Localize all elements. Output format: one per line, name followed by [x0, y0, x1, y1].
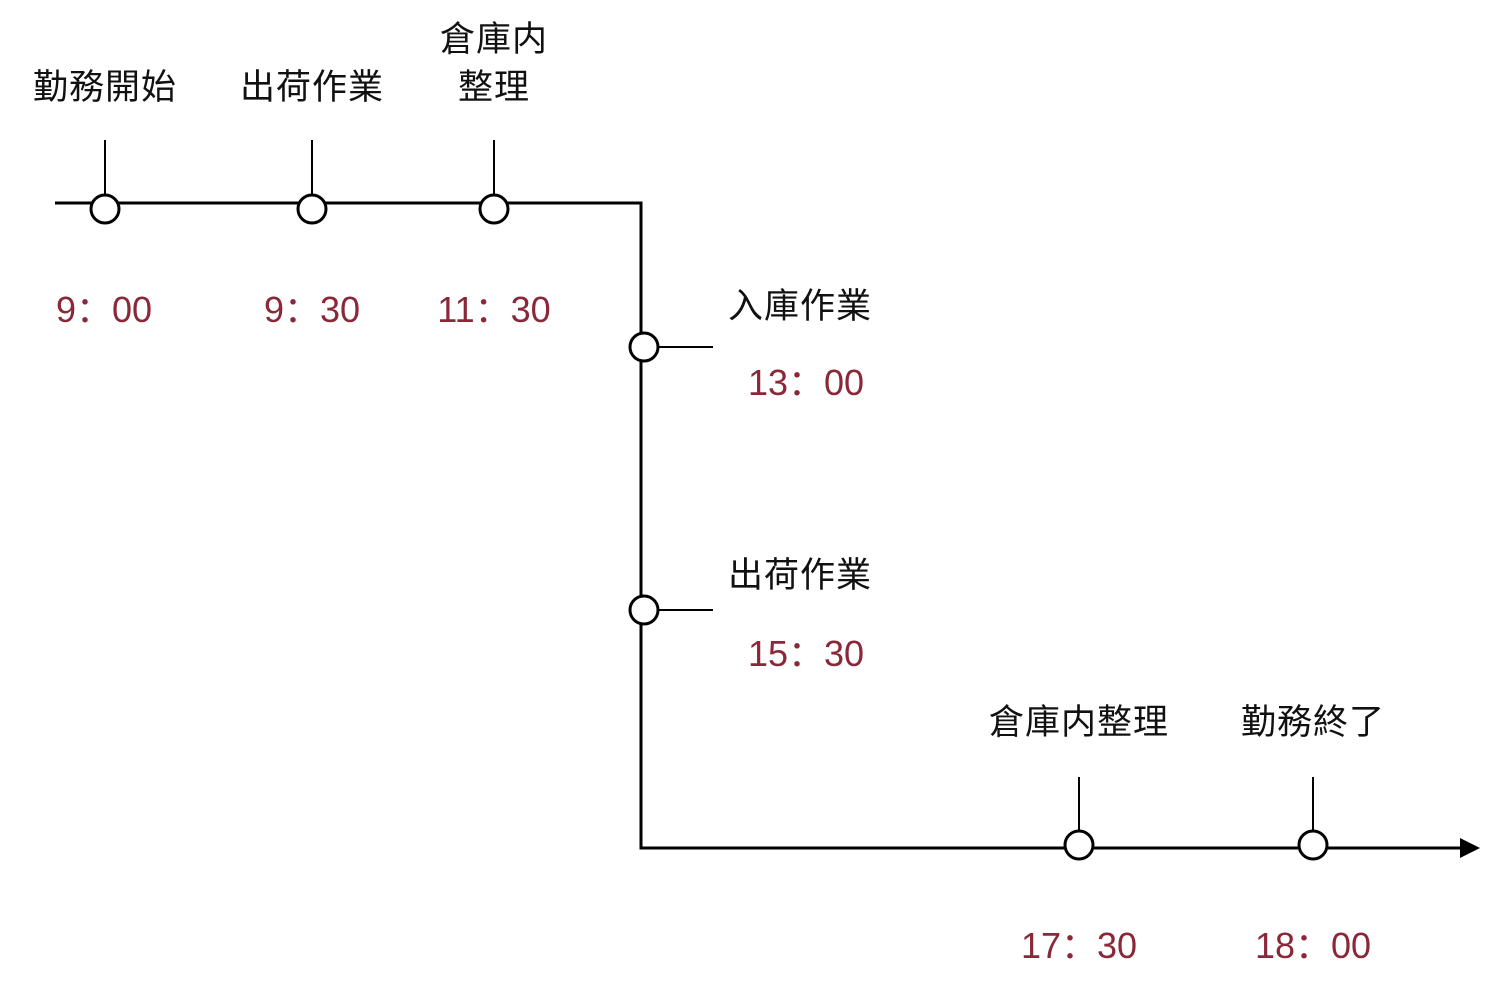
event-time: 13：00: [747, 362, 865, 403]
event-marker: [296, 193, 328, 225]
event-label: 勤務終了: [1240, 703, 1386, 743]
event-label: 倉庫内整理: [988, 703, 1170, 743]
event-marker: [89, 193, 121, 225]
event-label: 出荷作業: [239, 68, 385, 108]
event-marker: [1297, 829, 1329, 861]
event-time: 18：00: [1254, 925, 1372, 966]
event-time: 17：30: [1020, 925, 1138, 966]
event-marker: [478, 193, 510, 225]
arrow-head-icon: [1460, 838, 1480, 858]
event-label-line-2: 整理: [457, 68, 531, 108]
event-label-line-1: 倉庫内: [439, 20, 549, 60]
event-marker: [1063, 829, 1095, 861]
event-time: 9：00: [55, 289, 153, 330]
timeline-path: [55, 201, 1462, 850]
event-time: 15：30: [747, 633, 865, 674]
event-marker: [628, 331, 660, 363]
event-label: 出荷作業: [728, 556, 873, 596]
event-marker: [628, 594, 660, 626]
event-time: 9：30: [263, 289, 361, 330]
event-label: 勤務開始: [32, 68, 178, 108]
event-label: 入庫作業: [728, 287, 873, 327]
event-time: 11：30: [437, 289, 551, 330]
